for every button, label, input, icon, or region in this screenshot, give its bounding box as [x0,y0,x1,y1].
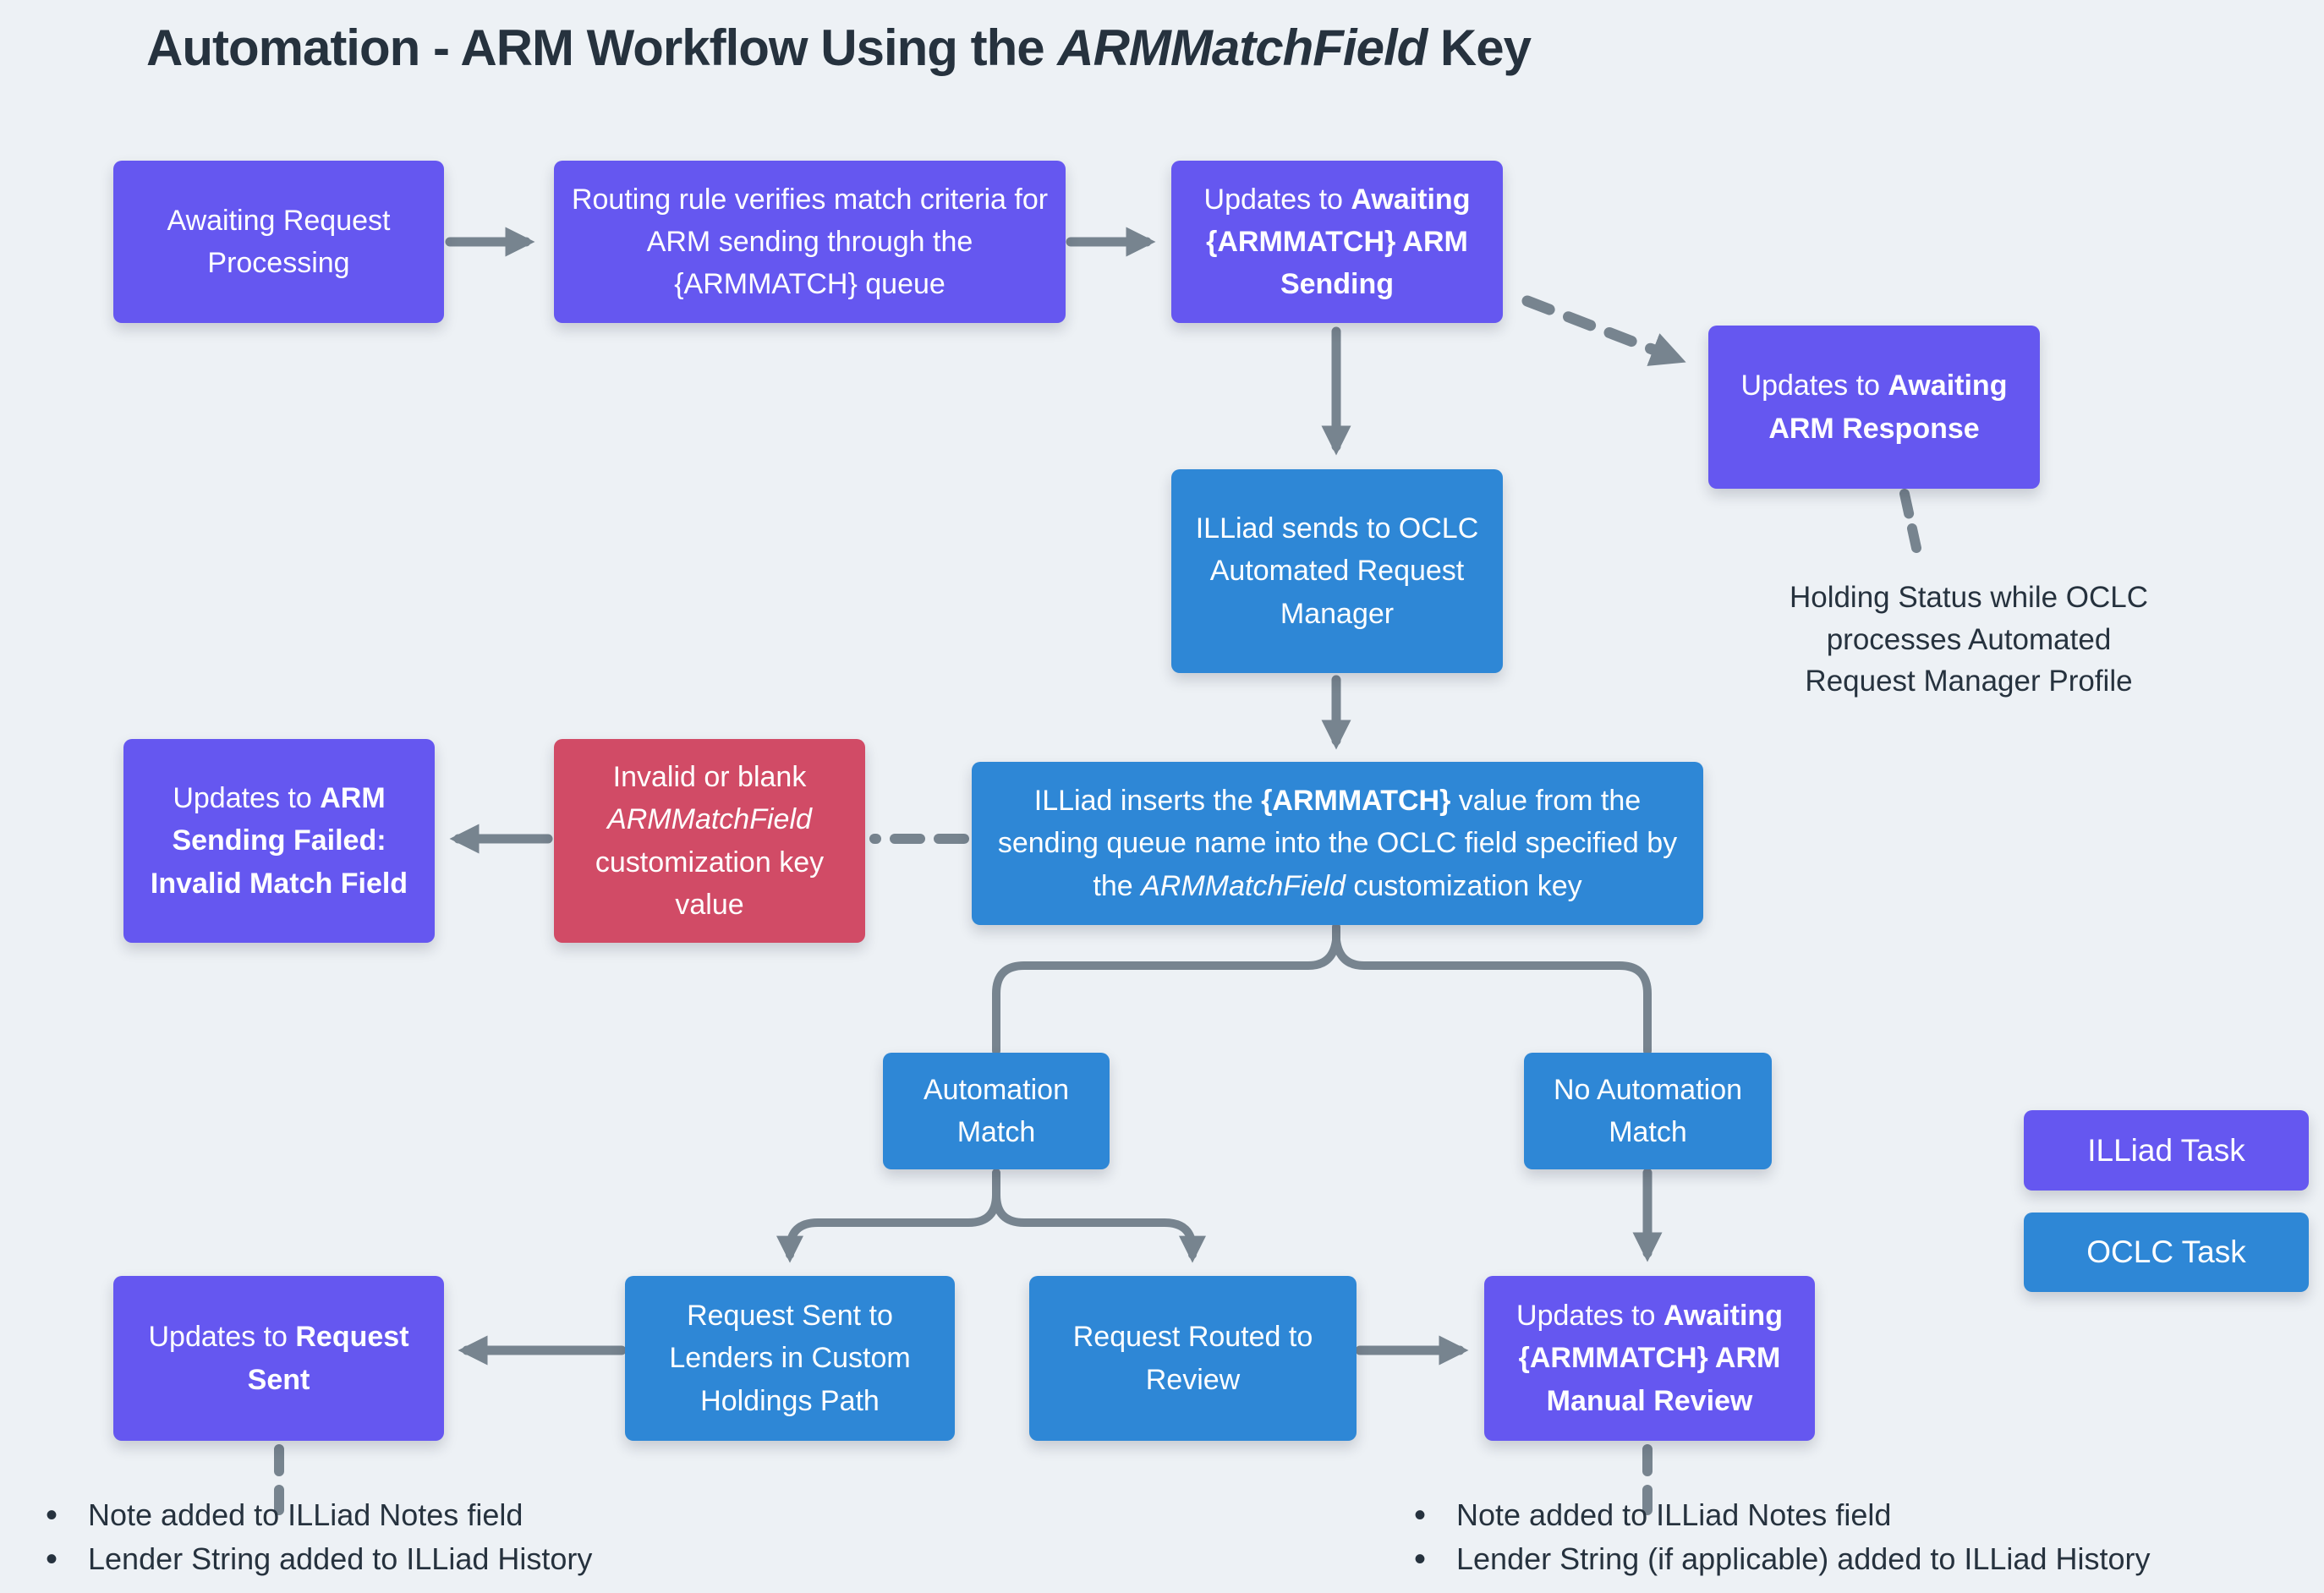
node-automation-match: Automation Match [883,1053,1110,1169]
invalid-key-pre: Invalid or blank [612,760,807,793]
node-updates-request-sent: Updates to Request Sent [113,1276,444,1441]
notes-list-right: Note added to ILLiad Notes field Lender … [1406,1497,2167,1585]
node-invalid-armmatchfield-key: Invalid or blank ARMMatchField customiza… [554,739,865,943]
node-automation-match-label: Automation Match [924,1073,1069,1148]
legend-illiad-task-label: ILLiad Task [2087,1132,2245,1168]
arm-response-pre: Updates to [1740,370,1888,402]
node-awaiting-armmatch-arm-sending-label: Updates to Awaiting {ARMMATCH} ARM Sendi… [1188,178,1486,306]
node-illiad-sends-to-oclc-arm: ILLiad sends to OCLC Automated Request M… [1171,469,1503,673]
node-invalid-armmatchfield-key-label: Invalid or blank ARMMatchField customiza… [571,756,848,926]
node-arm-sending-failed-label: Updates to ARM Sending Failed: Invalid M… [140,777,418,905]
annotation-holding-status: Holding Status while OCLC processes Auto… [1772,577,2166,703]
node-illiad-inserts-armmatch-value: ILLiad inserts the {ARMMATCH} value from… [972,762,1703,925]
inserts-s1: ILLiad inserts the [1033,785,1262,818]
node-routing-rule-label: Routing rule verifies match criteria for… [571,183,1049,301]
arm-sending-pre: Updates to [1203,183,1351,216]
arm-sending-bold: Awaiting {ARMMATCH} ARM Sending [1206,183,1471,301]
page-title-suffix: Key [1427,19,1532,76]
node-awaiting-arm-response-label: Updates to Awaiting ARM Response [1725,364,2023,450]
node-awaiting-request-processing-label: Awaiting Request Processing [167,204,391,279]
node-illiad-sends-label: ILLiad sends to OCLC Automated Request M… [1195,512,1479,630]
arm-response-bold: Awaiting ARM Response [1768,370,2008,445]
node-request-sent-to-lenders-label: Request Sent to Lenders in Custom Holdin… [669,1300,911,1417]
node-routing-rule: Routing rule verifies match criteria for… [554,161,1066,323]
manual-review-bold: Awaiting {ARMMATCH} ARM Manual Review [1518,1300,1783,1417]
annotation-holding-status-text: Holding Status while OCLC processes Auto… [1789,581,2149,698]
sending-failed-pre: Updates to [173,782,321,815]
node-awaiting-arm-manual-review: Updates to Awaiting {ARMMATCH} ARM Manua… [1484,1276,1815,1441]
connector-arm-response-to-note-dashed [1899,489,1921,553]
node-request-sent-to-lenders: Request Sent to Lenders in Custom Holdin… [625,1276,955,1441]
node-no-automation-match: No Automation Match [1524,1053,1772,1169]
node-awaiting-arm-manual-review-label: Updates to Awaiting {ARMMATCH} ARM Manua… [1501,1295,1798,1422]
inserts-bold: {ARMMATCH} [1261,785,1451,818]
node-awaiting-arm-response: Updates to Awaiting ARM Response [1708,326,2040,489]
legend-illiad-task: ILLiad Task [2024,1110,2309,1191]
node-awaiting-request-processing: Awaiting Request Processing [113,161,444,323]
sending-failed-bold: ARM Sending Failed: Invalid Match Field [150,782,408,900]
page-title: Automation - ARM Workflow Using the ARMM… [146,19,1532,77]
node-awaiting-armmatch-arm-sending: Updates to Awaiting {ARMMATCH} ARM Sendi… [1171,161,1503,323]
note-item: Note added to ILLiad Notes field [1406,1497,2167,1534]
invalid-key-post: customization key value [595,846,825,921]
node-request-routed-to-review: Request Routed to Review [1029,1276,1357,1441]
legend-oclc-task: OCLC Task [2024,1213,2309,1292]
node-updates-request-sent-label: Updates to Request Sent [130,1316,427,1401]
notes-list-left: Note added to ILLiad Notes field Lender … [37,1497,680,1585]
connector-arm-sending-to-arm-response-dashed [1521,295,1686,366]
note-item: Lender String added to ILLiad History [37,1541,680,1578]
request-sent-bold: Request Sent [247,1321,409,1396]
node-request-routed-to-review-label: Request Routed to Review [1072,1321,1313,1396]
inserts-s2: value from the sending queue name into t… [997,785,1678,902]
connector-automation-match-to-routed [992,1169,1207,1263]
manual-review-pre: Updates to [1516,1300,1664,1333]
inserts-italic: ARMMatchField [1141,869,1346,902]
connector-inserts-branch [992,922,1652,1055]
request-sent-pre: Updates to [148,1321,296,1354]
legend-oclc-task-label: OCLC Task [2086,1234,2246,1269]
connector-automation-match-to-lenders [776,1169,1000,1263]
page-title-italic: ARMMatchField [1057,19,1428,76]
node-arm-sending-failed: Updates to ARM Sending Failed: Invalid M… [123,739,435,943]
node-illiad-inserts-label: ILLiad inserts the {ARMMATCH} value from… [997,780,1678,907]
inserts-s3: customization key [1345,869,1582,902]
note-item: Note added to ILLiad Notes field [37,1497,680,1534]
node-no-automation-match-label: No Automation Match [1553,1073,1743,1148]
note-item: Lender String (if applicable) added to I… [1406,1541,2167,1578]
page-title-text: Automation - ARM Workflow Using the [146,19,1058,76]
invalid-key-italic: ARMMatchField [607,803,812,836]
